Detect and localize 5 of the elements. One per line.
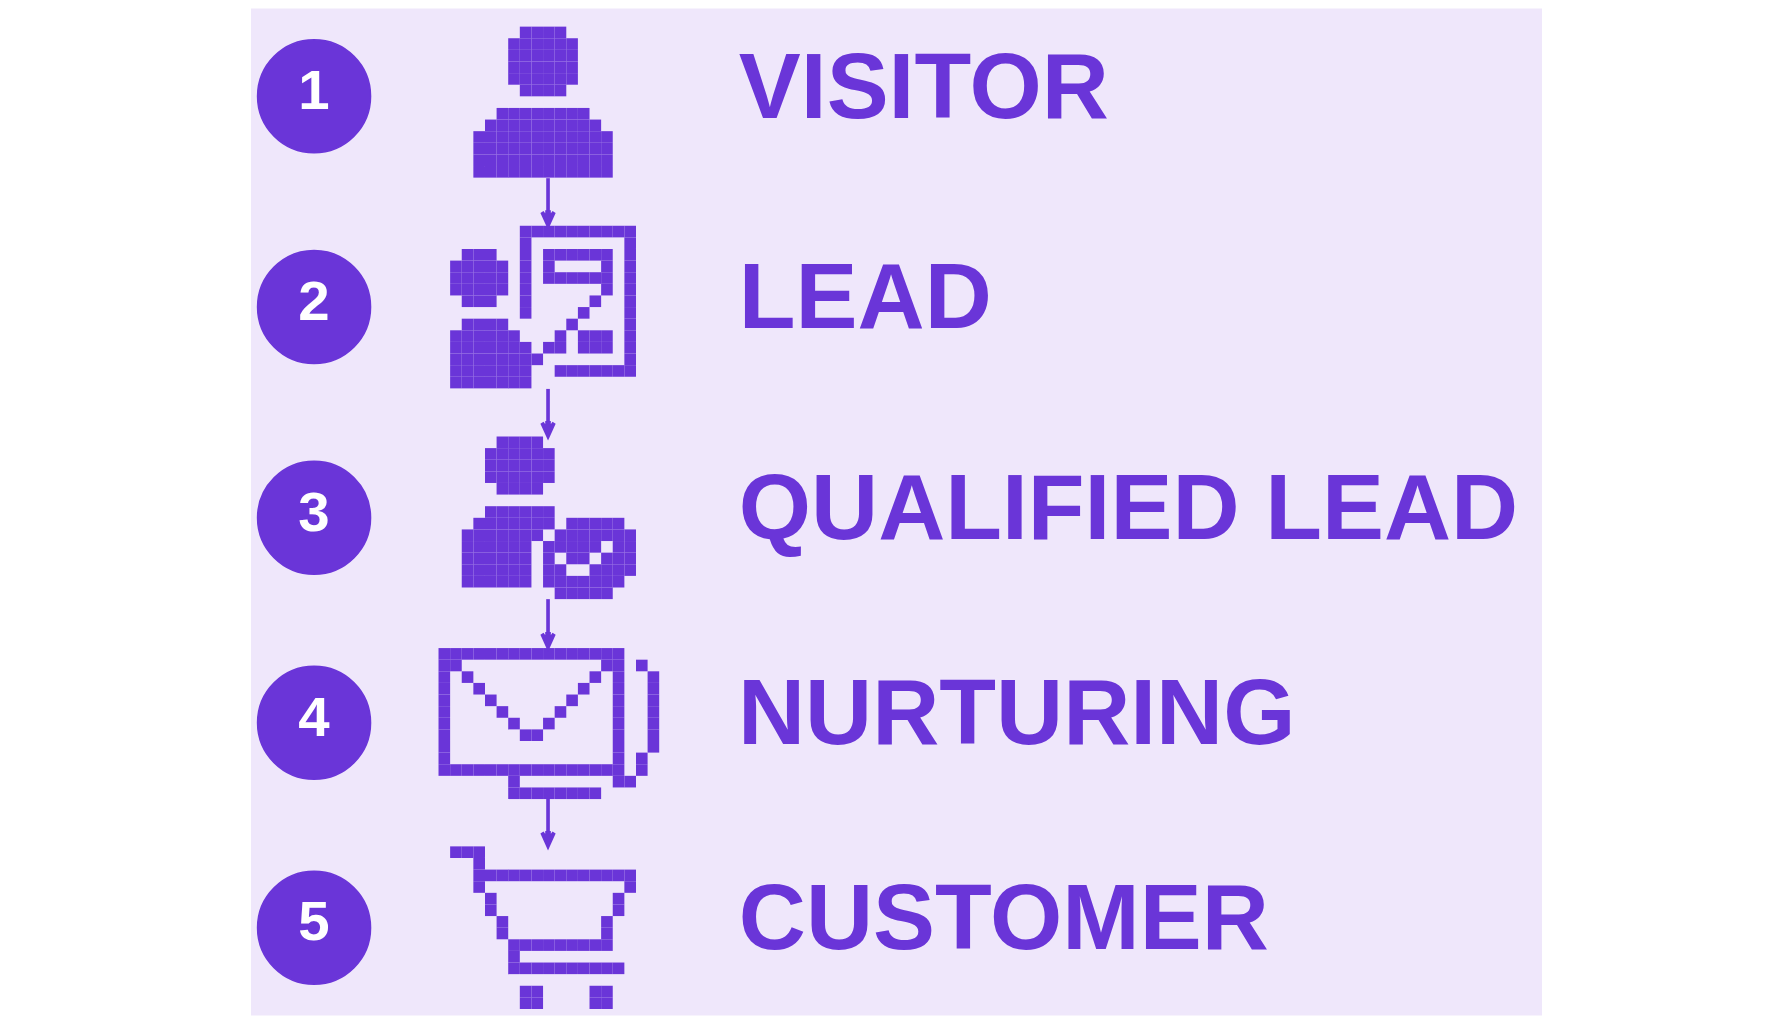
node-label: QUALIFIED LEAD (738, 455, 1518, 560)
node-label: LEAD (738, 244, 992, 349)
node-label: CUSTOMER (738, 864, 1269, 969)
node-label: NURTURING (737, 659, 1295, 764)
node-label: VISITOR (738, 33, 1109, 138)
